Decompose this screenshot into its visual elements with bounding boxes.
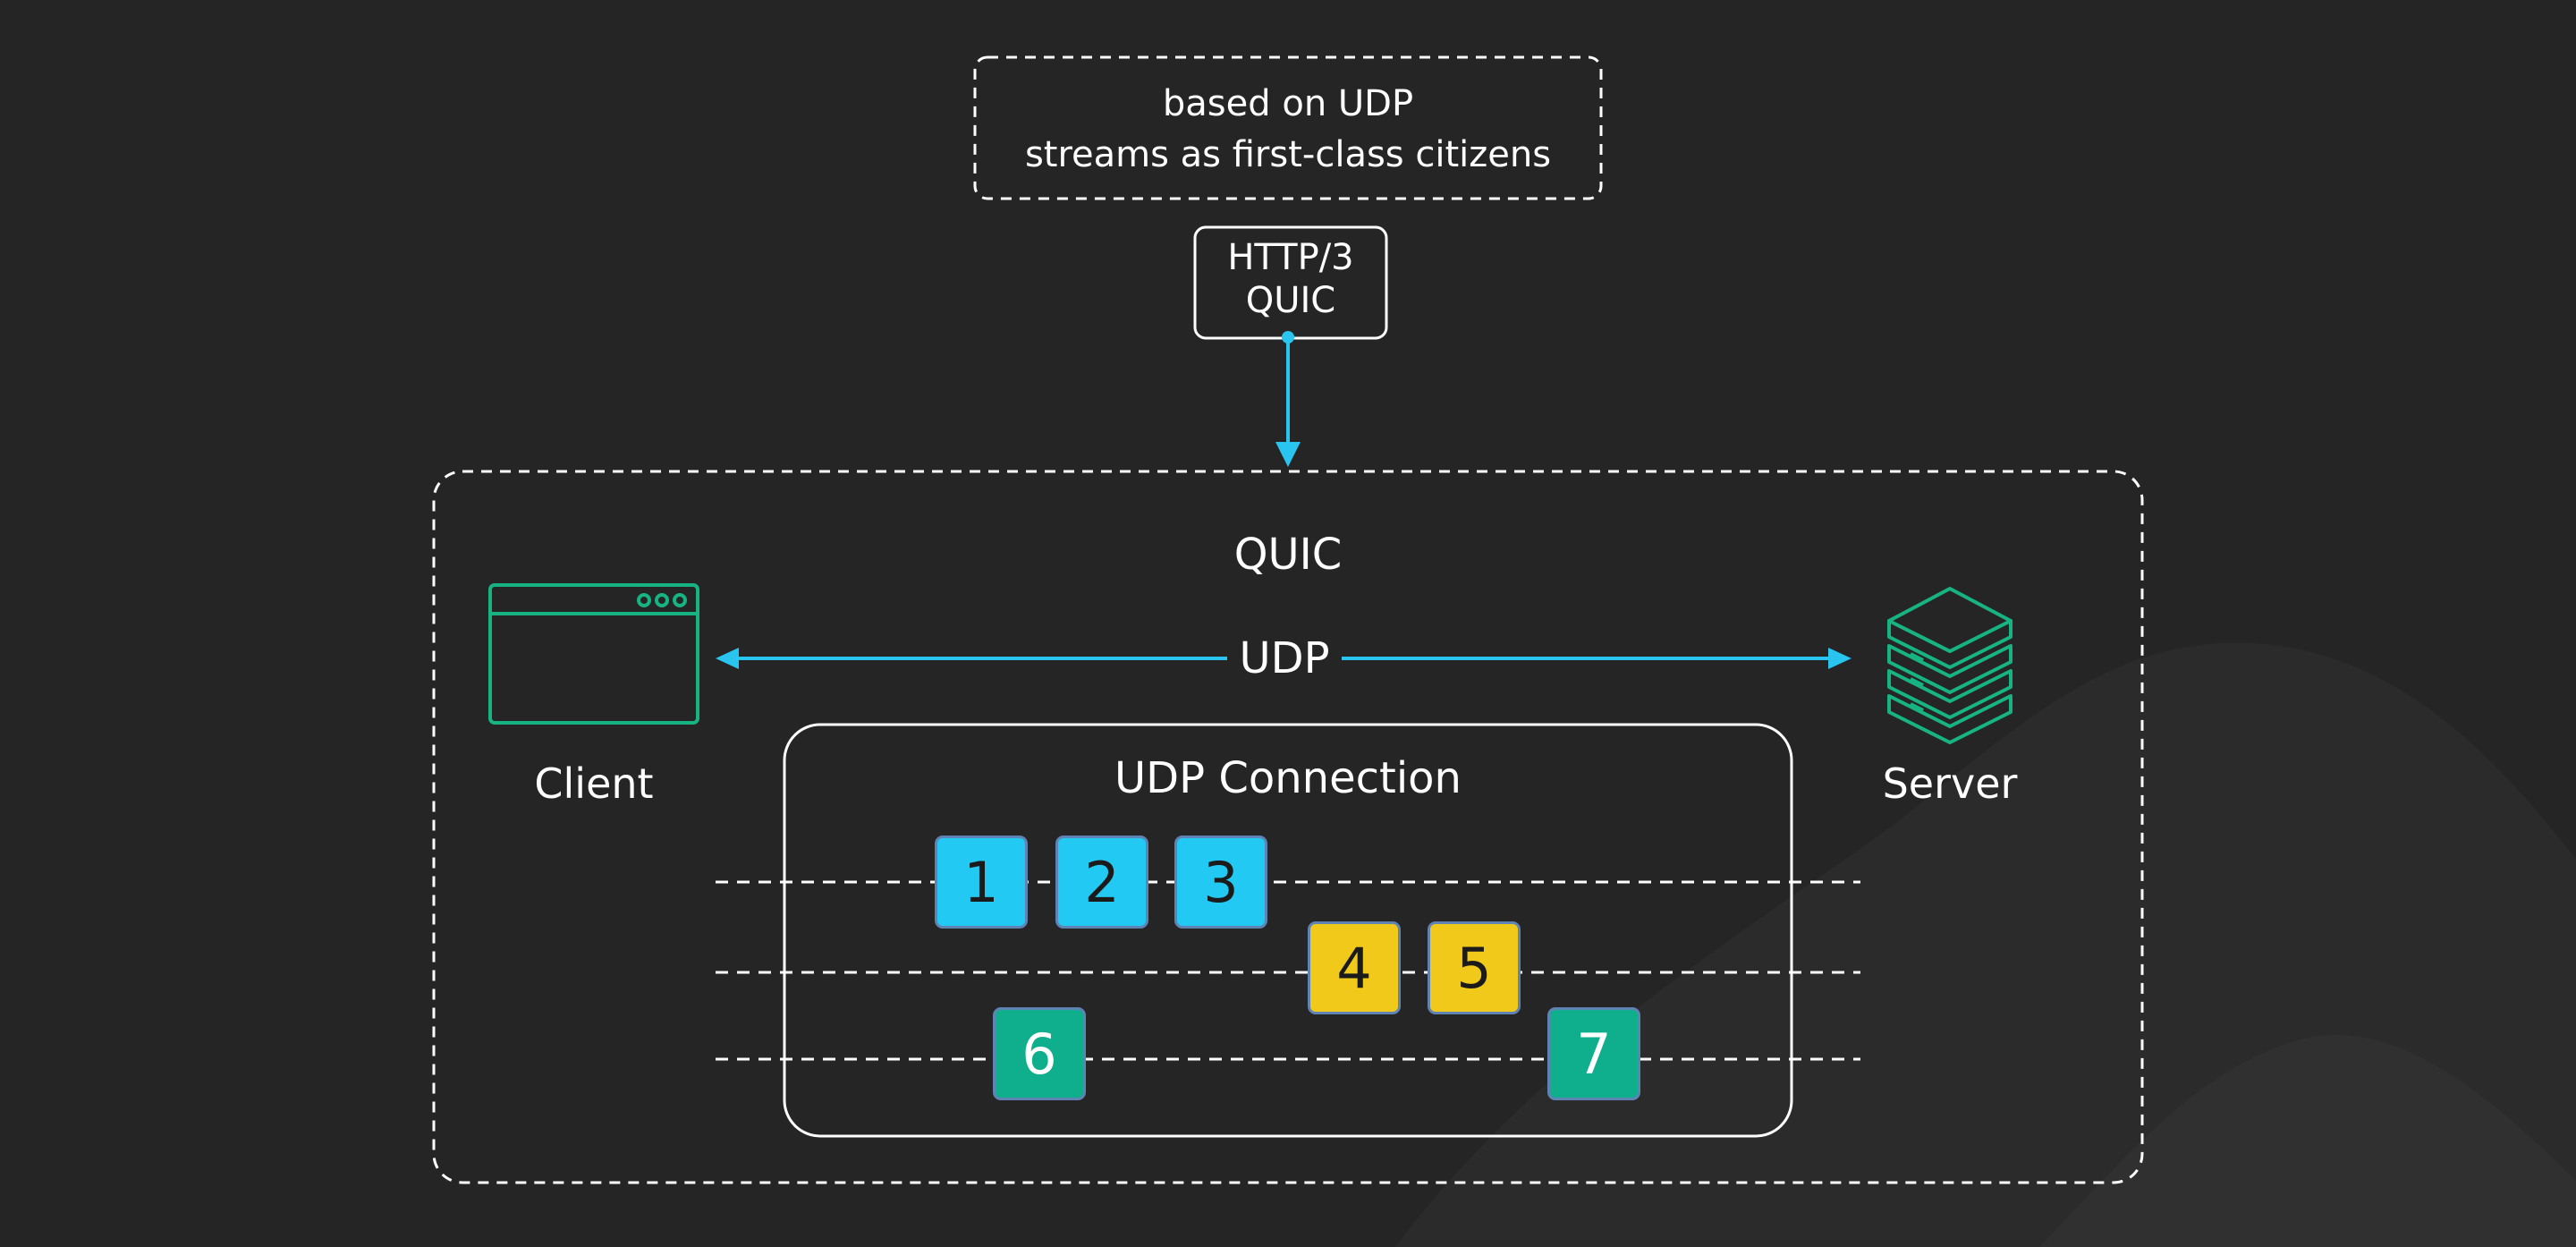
packet-2: 2 <box>1055 836 1148 929</box>
server-stack-icon <box>1887 587 2012 744</box>
packet-4: 4 <box>1308 921 1401 1014</box>
packet-6: 6 <box>993 1007 1086 1100</box>
note-box <box>973 55 1603 200</box>
udp-connection-box <box>783 723 1793 1138</box>
udp-connection-title: UDP Connection <box>1114 753 1462 803</box>
note-line-1: based on UDP <box>1162 83 1414 124</box>
client-label: Client <box>534 759 654 808</box>
quic-container-border <box>432 470 2144 1184</box>
packet-7: 7 <box>1547 1007 1640 1100</box>
protocol-line-1: HTTP/3 <box>1227 237 1354 278</box>
note-line-2: streams as first-class citizens <box>1024 134 1552 175</box>
down-arrow <box>1275 331 1301 467</box>
browser-window-icon <box>488 583 699 725</box>
packet-1: 1 <box>935 836 1028 929</box>
udp-double-arrow <box>716 648 1852 669</box>
udp-label: UDP <box>1239 633 1330 683</box>
protocol-line-2: QUIC <box>1245 280 1336 321</box>
server-label: Server <box>1882 759 2018 808</box>
packet-3: 3 <box>1174 836 1267 929</box>
packet-5: 5 <box>1428 921 1521 1014</box>
quic-title: QUIC <box>1233 530 1343 580</box>
